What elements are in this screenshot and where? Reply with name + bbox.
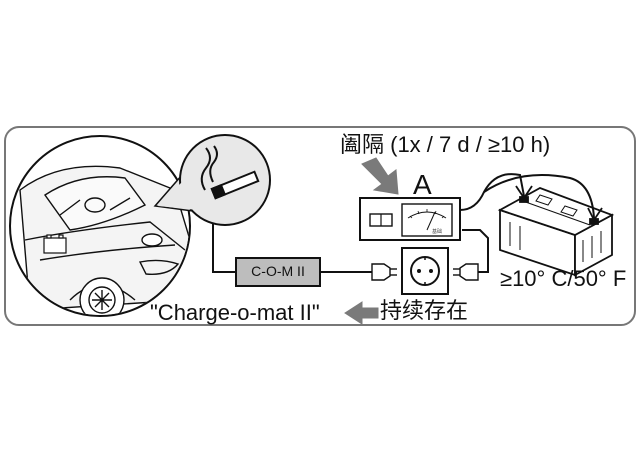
meter-needle [426,211,436,231]
battery-clamp-icon [515,185,603,222]
charger-meter [401,203,453,237]
com-box-label: C-O-M II [251,263,305,279]
product-name-label: "Charge-o-mat II" [150,300,320,325]
wall-socket-icon [401,247,449,295]
meter-text: 基础 [432,229,443,235]
battery-icon [497,187,615,277]
charger-plug-icon [453,263,479,281]
power-plug-icon [371,263,397,281]
callout-wire [212,224,236,273]
arrow-down-right-icon [361,157,399,195]
com-box [235,257,321,287]
no-smoking-callout [153,134,271,226]
battery-cable-negative [483,174,595,219]
charger-device [359,197,461,241]
charger-mains-cable [462,229,489,273]
car-battery-icon [43,234,67,254]
device-a-label: A [413,169,432,200]
continuous-label: 持续存在 [380,298,469,323]
temperature-label: ≥10° C/50° F [500,266,627,291]
arrow-left-icon [344,301,379,325]
no-smoking-icon [200,145,260,200]
interval-label: 阖隔 (1x / 7 d / ≥10 h) [340,132,551,157]
car-illustration [9,135,191,317]
